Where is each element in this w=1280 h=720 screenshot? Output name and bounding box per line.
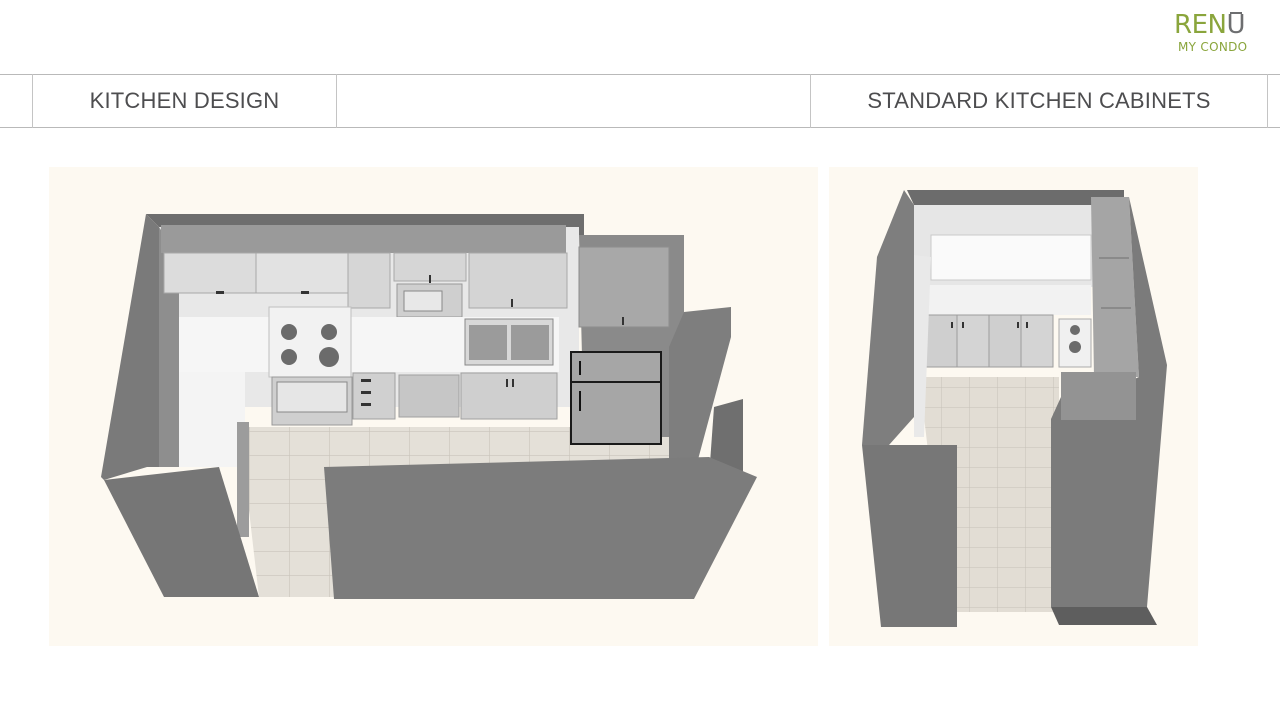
kitchen-galley-render — [862, 190, 1167, 627]
front-wall — [324, 457, 757, 599]
left-wall — [101, 214, 159, 480]
divider — [810, 74, 811, 128]
galley-countertop — [921, 285, 1091, 315]
divider — [1267, 74, 1268, 128]
section-title-kitchen-design: KITCHEN DESIGN — [89, 88, 280, 113]
wall-top — [146, 214, 584, 235]
renu-logo: RENU MY CONDO — [1168, 8, 1258, 58]
galley-left-wall-inner — [914, 255, 931, 437]
stove — [268, 306, 353, 426]
galley-right-uppers — [1091, 197, 1139, 377]
galley-window — [930, 234, 1092, 281]
galley-base-cabinets — [924, 314, 1054, 368]
right-wall-edge — [709, 399, 743, 477]
galley-right-counter — [1061, 372, 1136, 420]
floor-tiles — [209, 427, 669, 597]
galley-left-wall — [862, 190, 914, 445]
front-left-wall — [104, 467, 259, 597]
section-title-standard-cabinets: STANDARD KITCHEN CABINETS — [867, 88, 1211, 113]
divider — [336, 74, 337, 128]
kitchen-l-shape-render — [101, 214, 757, 599]
logo-macron — [1230, 12, 1242, 14]
kitchen-galley-panel — [829, 167, 1198, 646]
galley-front-left-wall — [862, 445, 957, 627]
left-base-cabinet — [237, 422, 249, 537]
sink — [464, 318, 554, 366]
upper-cabinets — [163, 252, 568, 309]
galley-stove — [1058, 318, 1092, 368]
right-wall — [669, 307, 731, 467]
galley-right-wall-base — [1051, 607, 1157, 625]
crown-molding — [161, 225, 566, 253]
base-cabinets — [352, 372, 558, 420]
divider — [32, 74, 33, 128]
kitchen-l-shape-panel — [49, 167, 818, 646]
fridge-upper-cabinet — [578, 246, 670, 328]
galley-wall-top — [907, 190, 1124, 205]
header-band — [0, 74, 1280, 128]
refrigerator — [570, 351, 662, 445]
logo-tagline: MY CONDO — [1178, 40, 1248, 54]
logo-brand: RENU — [1174, 10, 1245, 40]
